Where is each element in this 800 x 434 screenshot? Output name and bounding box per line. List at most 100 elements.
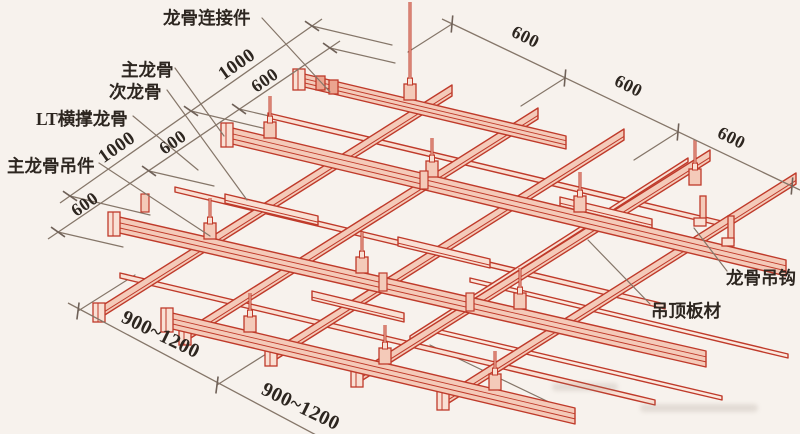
dimension-label: 1000 — [94, 127, 139, 167]
dimension-label: 600 — [67, 188, 102, 221]
keel-hanger-clip — [429, 154, 435, 163]
keel-hanger-clip — [492, 367, 498, 376]
dimension-label: 600 — [611, 70, 645, 100]
dimension-line — [47, 40, 341, 240]
keel-clip — [419, 170, 429, 190]
leader-line — [261, 17, 331, 93]
main-keel-beam-c-end — [107, 211, 121, 237]
dimension-line — [67, 302, 316, 434]
cross-brace-keel-beam — [224, 193, 319, 226]
extension-line — [190, 110, 272, 131]
cross-brace-keel-beam — [311, 290, 405, 323]
main-keel-beam-c-end — [220, 122, 234, 148]
dimension-tick — [231, 103, 247, 115]
leader-line — [166, 89, 248, 201]
dimension-tick — [76, 302, 80, 320]
furring-rail — [119, 272, 656, 406]
main-keel-beam-flange-line — [167, 322, 576, 420]
ceiling-panel-edge — [469, 277, 789, 359]
label-secondary-keel: 次龙骨 — [109, 82, 162, 102]
dimension-label: 600 — [508, 21, 542, 51]
keel-hanger — [688, 168, 702, 186]
dimension-tick — [50, 226, 66, 238]
extension-line — [329, 47, 396, 64]
keel-hanger — [403, 83, 417, 101]
keel-clip — [378, 272, 388, 292]
keel-hanger — [243, 315, 257, 333]
watermark-smudge — [552, 383, 618, 391]
watermark-smudge — [640, 404, 758, 412]
dimension-label: 600 — [714, 122, 748, 152]
leader-lines-group — [98, 17, 728, 305]
keel-hook-shape — [721, 237, 735, 247]
keel-hanger — [488, 373, 502, 391]
keel-hanger — [573, 195, 587, 213]
keel-hanger-clip — [247, 309, 253, 318]
leader-line — [132, 115, 199, 171]
label-ceiling-panel: 吊顶板材 — [651, 301, 721, 321]
leader-line — [587, 239, 651, 305]
main-keel-beam-flange-line — [167, 317, 576, 415]
structure-group — [92, 2, 797, 425]
extension-line — [407, 23, 453, 53]
keel-hanger-clip — [267, 115, 273, 124]
cross-brace-keel-beam — [397, 236, 491, 269]
main-keel-beam-flange-line — [299, 77, 567, 142]
extension-line — [311, 25, 393, 46]
keel-hanger-clip — [692, 162, 698, 171]
dimension-tick — [676, 123, 680, 141]
main-keel-beam-flange-line — [114, 221, 707, 358]
dimension-tick — [450, 15, 454, 33]
label-main-keel-hanger: 主龙骨吊件 — [7, 156, 95, 176]
label-keel-connector: 龙骨连接件 — [163, 8, 251, 28]
keel-hanger-clip — [407, 77, 413, 86]
dimension-tick — [563, 69, 567, 87]
secondary-keel-beam-flange-line — [271, 136, 625, 359]
dimension-label: 900~1200 — [258, 378, 344, 434]
dimension-line — [441, 18, 800, 191]
keel-clip — [465, 292, 475, 312]
label-keel-hook: 龙骨吊钩 — [726, 268, 796, 288]
dimension-label: 600 — [155, 126, 190, 159]
main-keel-beam-c-end — [160, 307, 174, 333]
label-main-keel: 主龙骨 — [121, 60, 174, 80]
extension-line — [69, 195, 151, 216]
extension-line — [520, 77, 566, 107]
keel-hanger — [378, 347, 392, 365]
dimension-tick — [790, 177, 794, 195]
extension-line — [57, 231, 124, 248]
keel-connector-block — [315, 75, 326, 91]
leader-line — [693, 227, 728, 272]
secondary-keel-beam-flange-line — [443, 180, 797, 403]
keel-hanger — [513, 292, 527, 310]
extension-line — [77, 274, 136, 312]
dimension-tick — [141, 165, 157, 177]
extension-line — [633, 131, 679, 161]
dimension-lines-group — [47, 15, 800, 434]
main-keel-beam-flange-line — [299, 81, 567, 146]
secondary-keel-beam-flange-line — [185, 115, 539, 338]
keel-hanger-clip — [207, 216, 213, 225]
dimension-tick — [215, 376, 219, 394]
keel-hanger — [203, 222, 217, 240]
keel-hook-shape — [693, 217, 707, 227]
keel-clip — [140, 193, 150, 213]
cross-brace-keel-beam-flange-line — [311, 296, 405, 320]
dimension-tick — [304, 20, 320, 32]
secondary-keel-beam-flange-line — [99, 92, 453, 315]
keel-hanger-clip — [382, 341, 388, 350]
dimension-tick — [183, 105, 199, 117]
main-keel-beam — [299, 72, 567, 150]
label-lt-cross-brace-keel: LT横撑龙骨 — [36, 109, 128, 129]
main-keel-beam-flange-line — [227, 132, 787, 267]
keel-hanger-clip — [577, 189, 583, 198]
cross-brace-keel-beam-flange-line — [224, 199, 319, 223]
cross-brace-keel-beam-flange-line — [397, 242, 491, 266]
keel-connector-block — [328, 79, 339, 95]
leader-line — [98, 162, 211, 237]
main-keel-beam-flange-line — [227, 137, 787, 272]
dimension-tick — [62, 190, 78, 202]
leader-line — [174, 67, 225, 137]
